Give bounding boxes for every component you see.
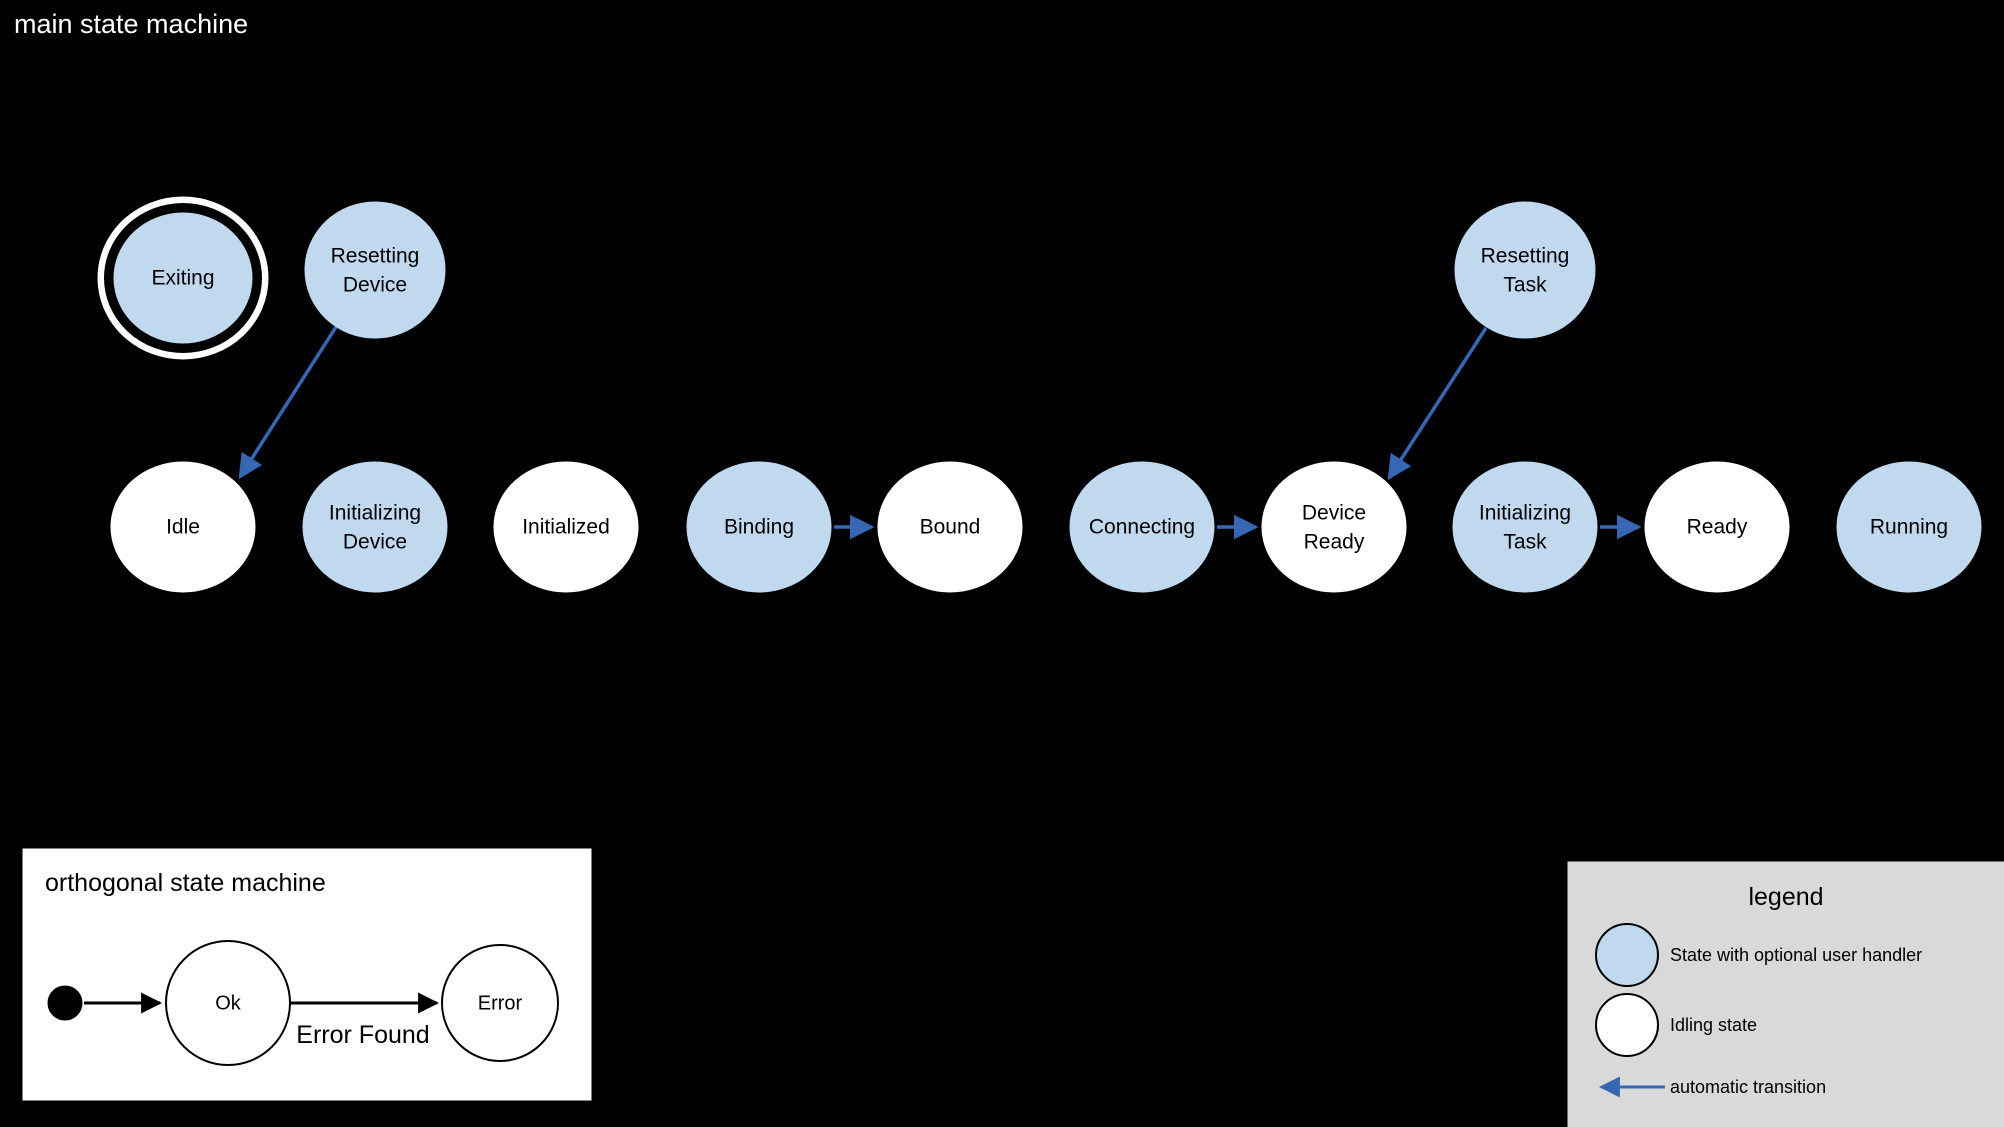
- state-shape: [1069, 461, 1215, 593]
- state-node-ready[interactable]: Ready: [1644, 461, 1790, 593]
- legend-title: legend: [1748, 883, 1823, 911]
- legend-item-automatic-transition: automatic transition: [1598, 1076, 1826, 1098]
- state-shape: [1261, 461, 1407, 593]
- state-shape: [441, 944, 559, 1062]
- state-node-binding[interactable]: Binding: [686, 461, 832, 593]
- transition-resetting-task-to-device-ready: [1387, 327, 1488, 481]
- state-shape: [112, 211, 254, 345]
- state-label-line-1: Resetting: [331, 245, 420, 268]
- state-shape: [877, 461, 1023, 593]
- state-label: Initialized: [522, 516, 610, 539]
- state-node-device-ready[interactable]: Device Ready: [1261, 461, 1407, 593]
- state-final-inner-ring: [104, 203, 262, 353]
- main-transitions: [238, 326, 1642, 540]
- legend-filled-circle-icon: [1595, 923, 1659, 987]
- state-node-initializing-device[interactable]: Initializing Device: [302, 461, 448, 593]
- state-label: Connecting: [1089, 516, 1195, 539]
- state-label-line-1: Device: [1302, 502, 1366, 525]
- state-label-line-2: Task: [1503, 531, 1547, 554]
- legend-item-label: State with optional user handler: [1670, 945, 1922, 965]
- state-node-resetting-task[interactable]: Resetting Task: [1454, 201, 1596, 339]
- state-label: Bound: [920, 516, 981, 539]
- state-label-line-2: Ready: [1304, 531, 1365, 554]
- state-node-resetting-device[interactable]: Resetting Device: [304, 201, 446, 339]
- state-node-error[interactable]: Error: [441, 944, 559, 1062]
- main-states: Exiting Resetting Device Idle Initializi…: [97, 196, 1982, 593]
- state-label: Ok: [215, 992, 242, 1014]
- orthogonal-state-machine-panel: orthogonal state machine Error Found Ok …: [21, 847, 593, 1102]
- state-label: Running: [1870, 516, 1948, 539]
- state-node-idle[interactable]: Idle: [110, 461, 256, 593]
- state-shape: [302, 461, 448, 593]
- state-node-connecting[interactable]: Connecting: [1069, 461, 1215, 593]
- legend-item-label: Idling state: [1670, 1015, 1757, 1035]
- state-label-line-2: Device: [343, 531, 407, 554]
- page-title: main state machine: [14, 9, 248, 39]
- state-shape: [165, 940, 291, 1066]
- state-node-exiting[interactable]: Exiting: [97, 196, 269, 360]
- initial-state-node[interactable]: [47, 985, 83, 1021]
- state-node-ok[interactable]: Ok: [165, 940, 291, 1066]
- state-label: Exiting: [151, 267, 214, 290]
- state-node-bound[interactable]: Bound: [877, 461, 1023, 593]
- state-shape: [1454, 201, 1596, 339]
- orthogonal-panel-title: orthogonal state machine: [45, 869, 326, 897]
- state-label-line-1: Resetting: [1481, 245, 1570, 268]
- state-shape: [1836, 461, 1982, 593]
- state-node-initialized[interactable]: Initialized: [493, 461, 639, 593]
- legend-open-circle-icon: [1595, 993, 1659, 1057]
- state-node-initializing-task[interactable]: Initializing Task: [1452, 461, 1598, 593]
- state-final-outer-ring: [97, 196, 269, 360]
- state-label-line-2: Device: [343, 274, 407, 297]
- state-label: Idle: [166, 516, 200, 539]
- legend-item-idling-state: Idling state: [1595, 993, 1757, 1057]
- state-label-line-2: Task: [1503, 274, 1547, 297]
- state-label-line-1: Initializing: [329, 502, 421, 525]
- state-label: Binding: [724, 516, 794, 539]
- state-shape: [1644, 461, 1790, 593]
- state-label: Ready: [1687, 516, 1748, 539]
- transition-label-error-found: Error Found: [296, 1021, 429, 1049]
- state-shape: [304, 201, 446, 339]
- transition-resetting-device-to-idle: [238, 326, 338, 480]
- state-label-line-1: Initializing: [1479, 502, 1571, 525]
- legend-panel: legend State with optional user handler …: [1567, 861, 2004, 1127]
- legend-item-handler-state: State with optional user handler: [1595, 923, 1922, 987]
- state-shape: [493, 461, 639, 593]
- state-shape: [1452, 461, 1598, 593]
- state-shape: [686, 461, 832, 593]
- legend-item-label: automatic transition: [1670, 1077, 1826, 1097]
- state-label: Error: [478, 992, 523, 1014]
- state-node-running[interactable]: Running: [1836, 461, 1982, 593]
- legend-panel-background: [1567, 861, 2004, 1127]
- state-shape: [110, 461, 256, 593]
